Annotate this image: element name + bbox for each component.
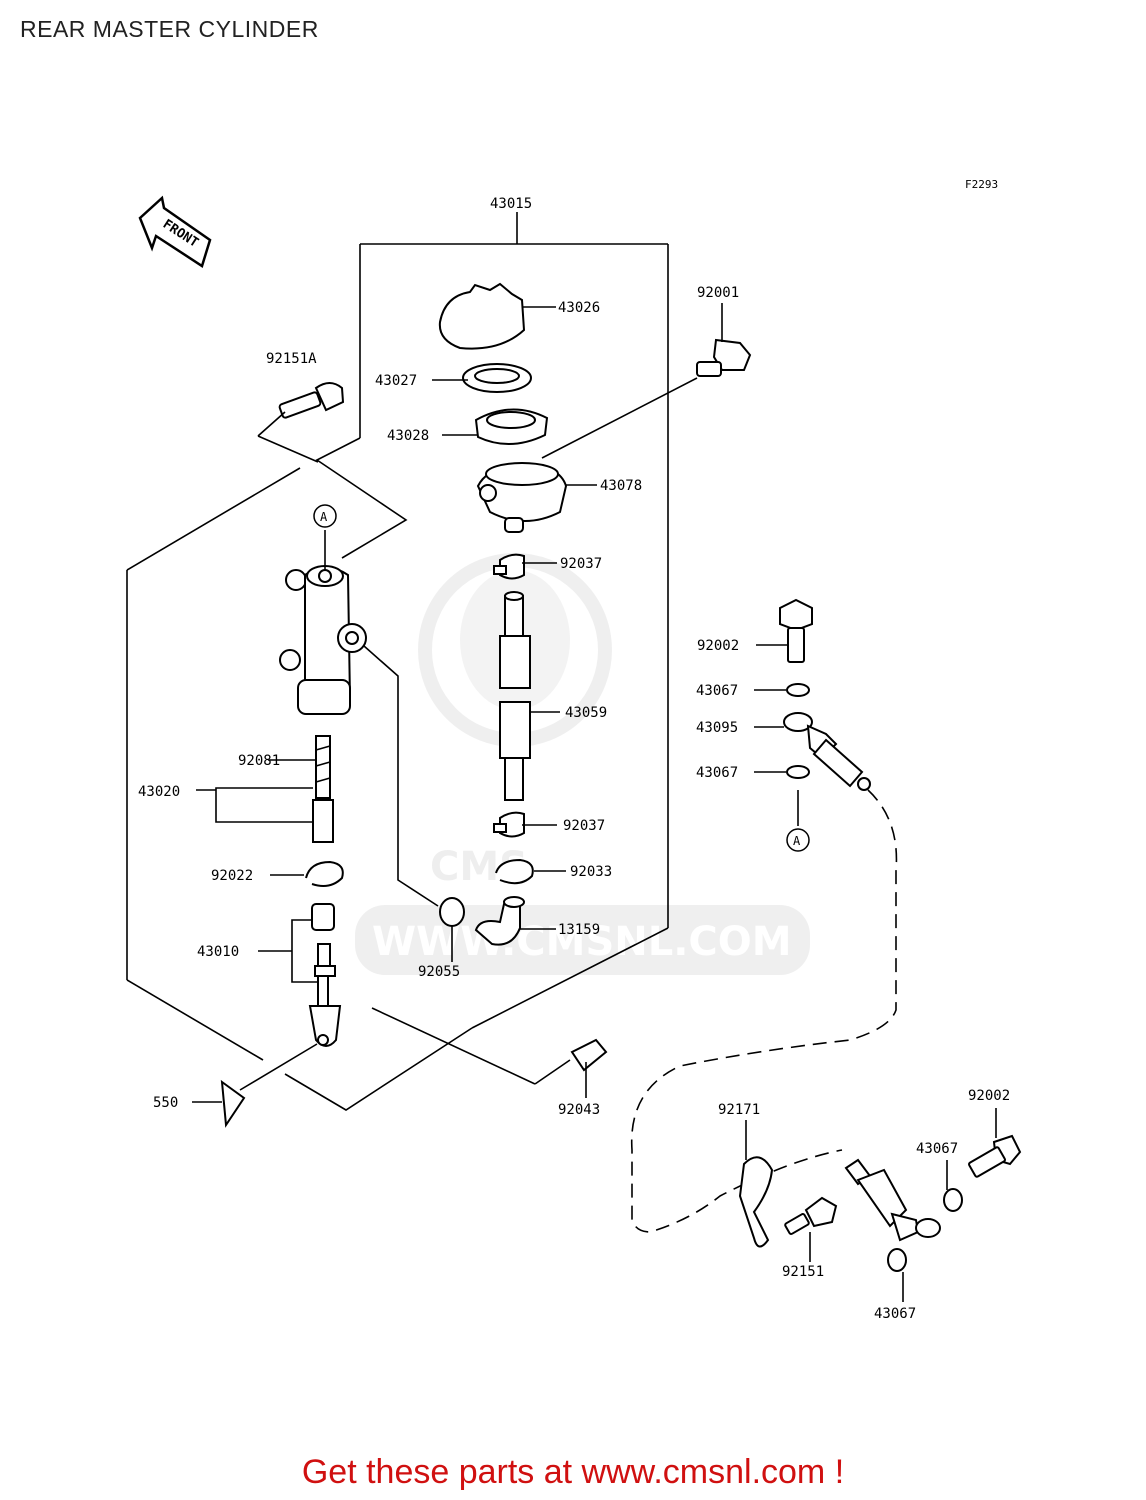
- brake-hose-icon: [630, 712, 898, 1233]
- label-43078[interactable]: 43078: [600, 478, 642, 494]
- parts-diagram: CMS WWW.CMSNL.COM FRONT: [126, 195, 1022, 1322]
- label-43015[interactable]: 43015: [490, 196, 532, 212]
- label-13159[interactable]: 13159: [558, 922, 600, 938]
- svg-text:A: A: [320, 510, 328, 524]
- label-43026[interactable]: 43026: [558, 300, 600, 316]
- hose-lower-end: [844, 1158, 941, 1242]
- label-92037-lower[interactable]: 92037: [563, 818, 605, 834]
- label-43028[interactable]: 43028: [387, 428, 429, 444]
- label-43010[interactable]: 43010: [197, 944, 239, 960]
- label-43059[interactable]: 43059: [565, 705, 607, 721]
- banjo-bolt-upper: [779, 598, 813, 663]
- label-92002-upper[interactable]: 92002: [697, 638, 739, 654]
- washer-2: [786, 765, 810, 826]
- bolt-clamp: [784, 1196, 838, 1235]
- bolt-reservoir: [541, 338, 752, 459]
- label-43067-1[interactable]: 43067: [696, 683, 738, 699]
- oring: [439, 897, 465, 927]
- spring-icon: [312, 735, 334, 843]
- push-rod-kit: [308, 903, 342, 1047]
- label-92037-upper[interactable]: 92037: [560, 556, 602, 572]
- label-92151a[interactable]: 92151A: [266, 351, 317, 367]
- label-43095[interactable]: 43095: [696, 720, 738, 736]
- banjo-bolt-lower: [968, 1134, 1022, 1178]
- washer-3: [943, 1188, 963, 1212]
- leader-lines: [192, 303, 997, 1302]
- label-550[interactable]: 550: [153, 1095, 178, 1111]
- label-92022[interactable]: 92022: [211, 868, 253, 884]
- circlip-hose: [495, 858, 534, 885]
- pin: [371, 1007, 608, 1085]
- reservoir-body: [476, 462, 568, 533]
- assembly-bracket: [126, 212, 669, 1111]
- circlip-cylinder: [305, 860, 344, 887]
- label-92081[interactable]: 92081: [238, 753, 280, 769]
- label-92043[interactable]: 92043: [558, 1102, 600, 1118]
- hose-icon: [499, 591, 531, 801]
- figure-code: F2293: [965, 178, 999, 191]
- label-92033[interactable]: 92033: [570, 864, 612, 880]
- label-92001[interactable]: 92001: [697, 285, 739, 301]
- washer-1: [786, 683, 810, 697]
- svg-text:A: A: [793, 834, 801, 848]
- watermark-text: WWW.CMSNL.COM: [372, 919, 792, 965]
- label-43067-4[interactable]: 43067: [874, 1306, 916, 1322]
- hose-clamp-icon: [738, 1156, 774, 1248]
- clamp-upper: [493, 553, 525, 580]
- part-labels: 43015 43026 43027 43028 43078 92001 9215…: [138, 196, 1010, 1322]
- front-arrow-icon: FRONT: [138, 195, 212, 268]
- label-92055[interactable]: 92055: [418, 964, 460, 980]
- bolt-mount-a: [257, 382, 345, 463]
- promo-link[interactable]: Get these parts at www.cmsnl.com !: [301, 1453, 845, 1491]
- callout-a-upper: A: [313, 504, 337, 528]
- label-43020[interactable]: 43020: [138, 784, 180, 800]
- page-title: REAR MASTER CYLINDER: [20, 16, 319, 42]
- label-92171[interactable]: 92171: [718, 1102, 760, 1118]
- label-43067-3[interactable]: 43067: [916, 1141, 958, 1157]
- washer-4: [887, 1248, 907, 1272]
- callout-a-lower: A: [786, 828, 810, 852]
- reservoir-cap: [438, 282, 526, 350]
- clamp-lower: [493, 811, 525, 838]
- label-43067-2[interactable]: 43067: [696, 765, 738, 781]
- hose-fitting: [474, 896, 525, 946]
- label-92002-lower[interactable]: 92002: [968, 1088, 1010, 1104]
- cap-plate: [462, 363, 532, 393]
- diaphragm: [474, 408, 549, 446]
- label-43027[interactable]: 43027: [375, 373, 417, 389]
- cotter-pin: [220, 1043, 318, 1128]
- watermark: CMS WWW.CMSNL.COM: [355, 553, 810, 975]
- master-cylinder-body: [279, 530, 439, 907]
- label-92151[interactable]: 92151: [782, 1264, 824, 1280]
